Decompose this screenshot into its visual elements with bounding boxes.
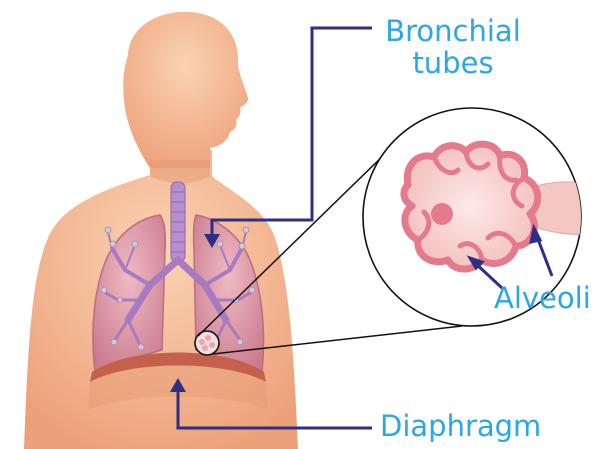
bronchiole-tube	[530, 182, 600, 235]
diaphragm-label: Diaphragm	[380, 411, 541, 443]
head	[123, 12, 248, 168]
bronchial-tubes-label-line1: Bronchial	[383, 16, 523, 48]
alveoli-label: Alveoli	[494, 283, 591, 315]
bronchial-tubes-label-line2: tubes	[383, 48, 523, 80]
alveolus-bulb	[431, 203, 453, 225]
bronchial-tubes-label: Bronchial tubes	[383, 16, 523, 80]
